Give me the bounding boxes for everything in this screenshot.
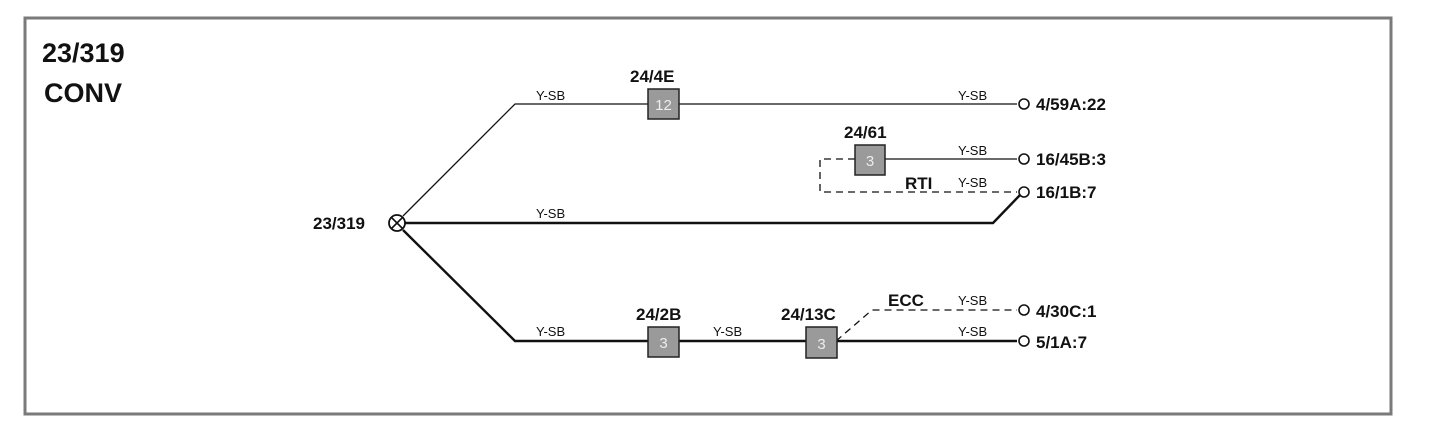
- component-24-13c-pin: 3: [817, 336, 825, 353]
- wire-label-rti: Y-SB: [958, 175, 987, 190]
- component-24-4e-pin: 12: [655, 97, 672, 114]
- ecc-label: ECC: [888, 291, 924, 310]
- diagram-frame: [23, 16, 1393, 416]
- wire-to-4-59a: [402, 103, 1017, 217]
- component-24-61-label: 24/61: [844, 123, 887, 142]
- wire-label-top-left: Y-SB: [536, 88, 565, 103]
- wire-label-bottom-mid: Y-SB: [713, 324, 742, 339]
- rti-label: RTI: [905, 174, 932, 193]
- component-24-61-box: [854, 144, 886, 176]
- terminal-label-4-59a: 4/59A:22: [1036, 95, 1106, 114]
- component-24-61-pin: 3: [866, 153, 874, 170]
- terminal-label-4-30c: 4/30C:1: [1036, 302, 1096, 321]
- component-24-2b-pin: 3: [659, 335, 667, 352]
- wire-label-ecc: Y-SB: [958, 293, 987, 308]
- component-24-4e-box: [647, 88, 680, 120]
- wire-label-bottom-left: Y-SB: [536, 324, 565, 339]
- component-24-13c-box: [805, 326, 838, 359]
- wire-label-middle: Y-SB: [536, 206, 565, 221]
- component-24-2b-label: 24/2B: [636, 305, 681, 324]
- wire-label-16-45b: Y-SB: [958, 143, 987, 158]
- wire-label-top-right: Y-SB: [958, 88, 987, 103]
- component-24-4e-label: 24/4E: [630, 67, 674, 86]
- terminal-icon: [1018, 335, 1030, 347]
- diagram-title-name: CONV: [44, 78, 122, 108]
- terminal-label-5-1a: 5/1A:7: [1036, 333, 1087, 352]
- diagram-title-code: 23/319: [42, 38, 125, 68]
- terminal-icon: [1018, 153, 1030, 165]
- component-24-2b-box: [647, 326, 680, 358]
- terminal-label-16-1b: 16/1B:7: [1036, 183, 1096, 202]
- terminal-icon: [1018, 98, 1030, 110]
- ecc-option-wire: [835, 309, 1017, 342]
- wire-label-bottom-right: Y-SB: [958, 324, 987, 339]
- terminal-icon: [1018, 186, 1030, 198]
- splice-icon: [388, 214, 406, 232]
- component-24-13c-label: 24/13C: [781, 305, 836, 324]
- rti-option-wire: [819, 158, 1017, 193]
- splice-label: 23/319: [313, 214, 365, 233]
- terminal-label-16-45b: 16/45B:3: [1036, 150, 1106, 169]
- wire-to-5-1a: [402, 229, 1017, 343]
- wire-to-16-1b: [405, 194, 1021, 225]
- terminal-icon: [1018, 304, 1030, 316]
